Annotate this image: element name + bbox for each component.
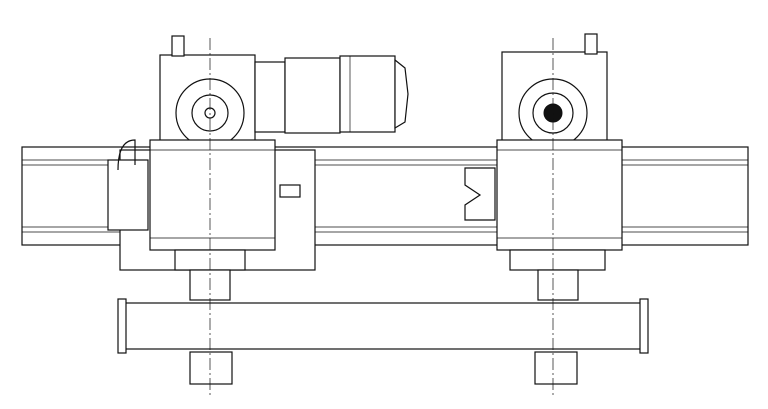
- left-trolley: [107, 35, 409, 398]
- right-lug: [537, 269, 579, 301]
- right-trolley: [464, 33, 623, 398]
- left-trolley-body: [149, 139, 276, 251]
- left-side-knob: [279, 184, 301, 198]
- right-gearbox-bolt: [584, 33, 598, 55]
- left-motor: [254, 55, 409, 134]
- left-lower-cylinder: [189, 351, 233, 385]
- left-cable-loop: [117, 139, 136, 171]
- left-side-bracket: [107, 159, 149, 231]
- lower-crossbar: [117, 298, 649, 354]
- right-bottom-flange: [509, 249, 606, 271]
- right-lower-cylinder: [534, 351, 578, 385]
- right-side-bracket: [464, 167, 496, 221]
- left-gearbox-bolt: [171, 35, 185, 57]
- right-trolley-body: [496, 139, 623, 251]
